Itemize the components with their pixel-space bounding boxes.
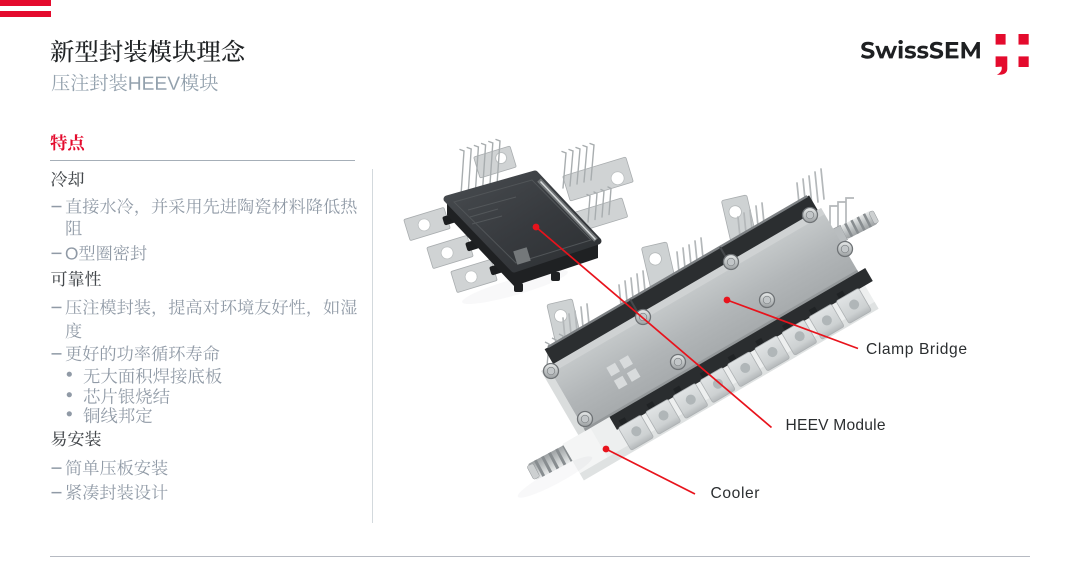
svg-text:HEEV Module: HEEV Module xyxy=(786,417,886,434)
svg-text:Clamp Bridge: Clamp Bridge xyxy=(866,341,967,358)
svg-text:Cooler: Cooler xyxy=(711,485,760,502)
